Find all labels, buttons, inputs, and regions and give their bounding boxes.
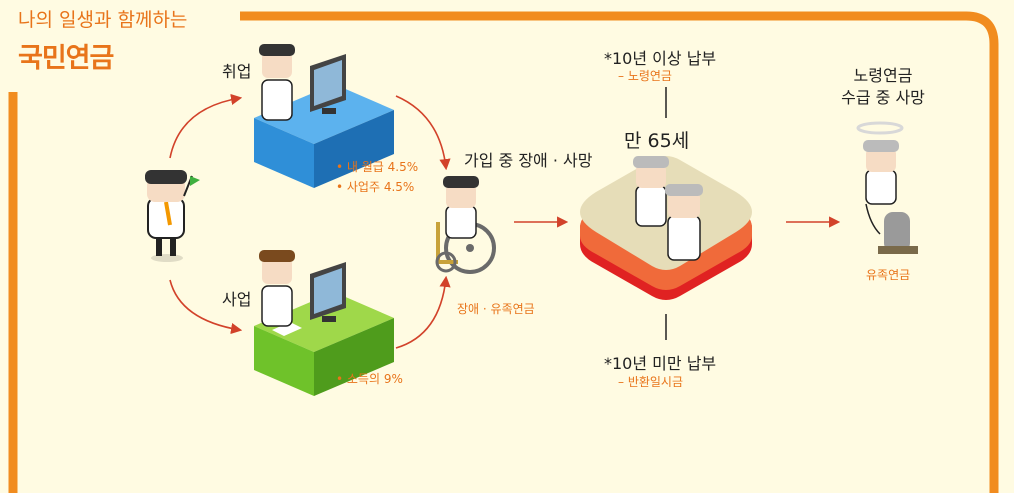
wheelchair-person-illustration: [435, 176, 496, 274]
business-desk-illustration: [254, 250, 394, 396]
age-65-platform-illustration: [580, 156, 752, 300]
start-person-illustration: [145, 170, 200, 262]
survivor-pension: 유족연금: [866, 268, 911, 282]
disability-death-label: 가입 중 장애 · 사망: [464, 151, 593, 170]
age-65-label: 만 65세: [624, 130, 690, 152]
arrow-employment-to-disability: [395, 95, 451, 171]
ten-minus-years-label: *10년 미만 납부: [604, 354, 717, 373]
old-age-pension: – 노령연금: [618, 69, 672, 83]
office-desk-illustration: [254, 44, 394, 188]
flow-arrows: [169, 93, 841, 349]
employment-contribution-employee: • 내 월급 4.5%: [336, 160, 419, 174]
employment-contribution-employer: • 사업주 4.5%: [336, 180, 415, 194]
pension-recipient-death-line1: 노령연금: [853, 66, 913, 85]
lump-sum-refund: – 반환일시금: [618, 375, 684, 389]
deceased-person-illustration: [856, 121, 918, 254]
ten-plus-years-label: *10년 이상 납부: [604, 49, 717, 68]
disability-survivor-pension: 장애 · 유족연금: [457, 302, 535, 316]
arrow-to-employment: [169, 93, 243, 159]
business-label: 사업: [222, 290, 252, 309]
page-title: 국민연금: [18, 43, 114, 74]
arrow-business-to-disability: [395, 275, 451, 349]
arrow-to-business: [169, 279, 243, 335]
business-contribution: • 소득의 9%: [336, 372, 403, 386]
page-subtitle: 나의 일생과 함께하는: [18, 9, 188, 31]
employment-label: 취업: [222, 62, 252, 81]
orange-frame: [8, 11, 999, 493]
pension-recipient-death-line2: 수급 중 사망: [841, 88, 925, 107]
